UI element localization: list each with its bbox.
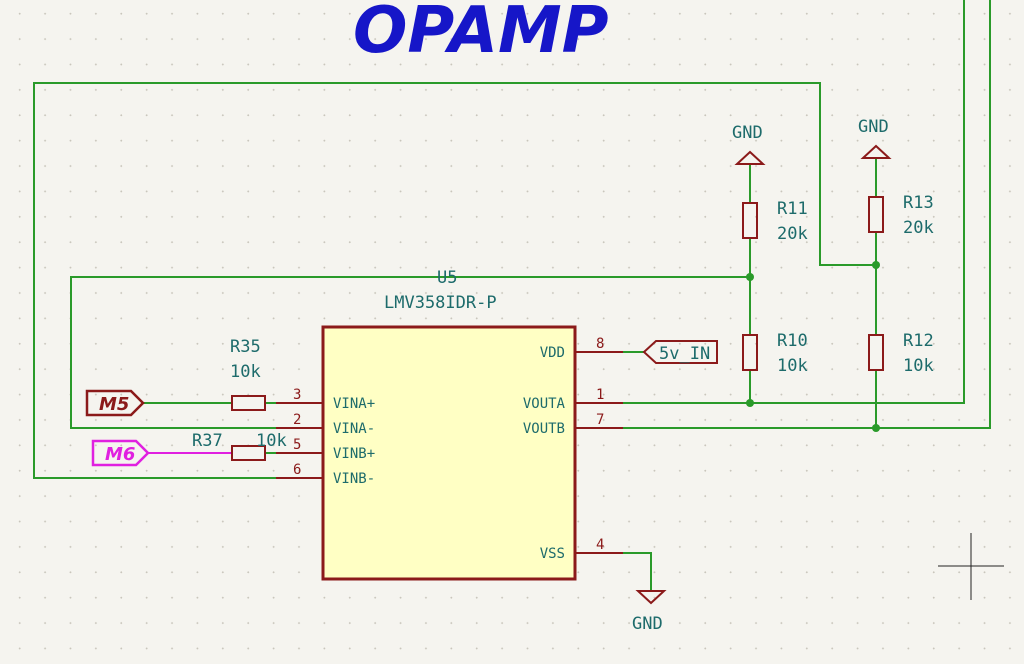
- resistor-ref: R11: [777, 199, 808, 219]
- pin-name: VINA-: [333, 421, 375, 437]
- resistor-body[interactable]: [868, 196, 884, 233]
- gnd-symbol-r11[interactable]: GND: [732, 123, 766, 165]
- resistor-body[interactable]: [231, 395, 266, 411]
- resistor-ref: R35: [230, 337, 261, 357]
- pin-number: 5: [293, 437, 301, 453]
- gnd-label: GND: [632, 614, 663, 634]
- gnd-label: GND: [858, 117, 889, 137]
- label-text: M5: [99, 394, 129, 415]
- resistor-ref: R12: [903, 331, 934, 351]
- resistor-value: 10k: [256, 431, 287, 451]
- gnd-label: GND: [732, 123, 763, 143]
- resistor-body[interactable]: [742, 202, 758, 239]
- gnd-arrow-icon: [860, 144, 892, 159]
- resistor-body[interactable]: [231, 445, 266, 461]
- junctions: [746, 261, 880, 432]
- gnd-arrow-icon: [635, 590, 667, 605]
- label-shape: [85, 389, 145, 417]
- crosshair-cursor-icon: [938, 533, 1004, 600]
- junction-dot: [746, 273, 754, 281]
- junction-dot: [746, 399, 754, 407]
- resistor-value: 20k: [777, 224, 808, 244]
- wire-vinb-feedback[interactable]: [33, 82, 876, 479]
- wires: [33, 0, 991, 590]
- pin-number: 3: [293, 387, 301, 403]
- ic-body[interactable]: [321, 325, 577, 581]
- junction-dot: [872, 261, 880, 269]
- pin-number: 2: [293, 412, 301, 428]
- label-text: M6: [105, 444, 135, 465]
- wire-vouta[interactable]: [623, 0, 965, 404]
- resistor-value: 10k: [777, 356, 808, 376]
- wire-voutb[interactable]: [623, 0, 991, 429]
- pin-name: VSS: [540, 546, 565, 562]
- resistor-ref: R37: [192, 431, 223, 451]
- label-text: 5v_IN: [659, 344, 710, 364]
- label-m6[interactable]: M6: [91, 439, 150, 467]
- resistor-r10[interactable]: R10 10k: [742, 331, 808, 376]
- sheet-title: OPAMP: [353, 0, 609, 68]
- pin-name: VINB+: [333, 446, 375, 462]
- resistor-value: 10k: [230, 362, 261, 382]
- ic-u5[interactable]: U5 LMV358IDR-P 3 2 5 6 VINA+ VINA- VINB+…: [276, 268, 623, 581]
- resistor-body[interactable]: [868, 334, 884, 371]
- pin-number: 7: [596, 412, 604, 428]
- resistor-r35[interactable]: R35 10k: [230, 337, 266, 411]
- wire-vina-feedback[interactable]: [70, 276, 750, 429]
- resistor-r37[interactable]: R37 10k: [192, 431, 287, 461]
- resistor-r13[interactable]: R13 20k: [868, 193, 934, 238]
- label-5v-in[interactable]: 5v_IN: [642, 340, 718, 364]
- junction-dot: [872, 424, 880, 432]
- pin-name: VOUTA: [523, 396, 566, 412]
- label-m5[interactable]: M5: [85, 389, 145, 417]
- resistor-ref: R10: [777, 331, 808, 351]
- resistor-r11[interactable]: R11 20k: [742, 199, 808, 244]
- label-shape: [91, 439, 150, 467]
- resistor-body[interactable]: [742, 334, 758, 371]
- pin-name: VINA+: [333, 396, 375, 412]
- gnd-arrow-icon: [734, 150, 766, 165]
- pin-name: VOUTB: [523, 421, 565, 437]
- label-shape: [642, 340, 718, 364]
- resistor-r12[interactable]: R12 10k: [868, 331, 934, 376]
- ic-value: LMV358IDR-P: [384, 293, 497, 313]
- gnd-symbol-r13[interactable]: GND: [858, 117, 892, 159]
- pin-name: VDD: [540, 345, 565, 361]
- pin-name: VINB-: [333, 471, 375, 487]
- resistor-value: 20k: [903, 218, 934, 238]
- ic-ref: U5: [437, 268, 457, 288]
- pin-number: 8: [596, 336, 604, 352]
- gnd-symbol-vss[interactable]: GND: [632, 590, 667, 634]
- pin-number: 4: [596, 537, 604, 553]
- pin-number: 1: [596, 387, 604, 403]
- wire-vss-gnd[interactable]: [623, 552, 652, 590]
- resistor-value: 10k: [903, 356, 934, 376]
- pin-number: 6: [293, 462, 301, 478]
- resistor-ref: R13: [903, 193, 934, 213]
